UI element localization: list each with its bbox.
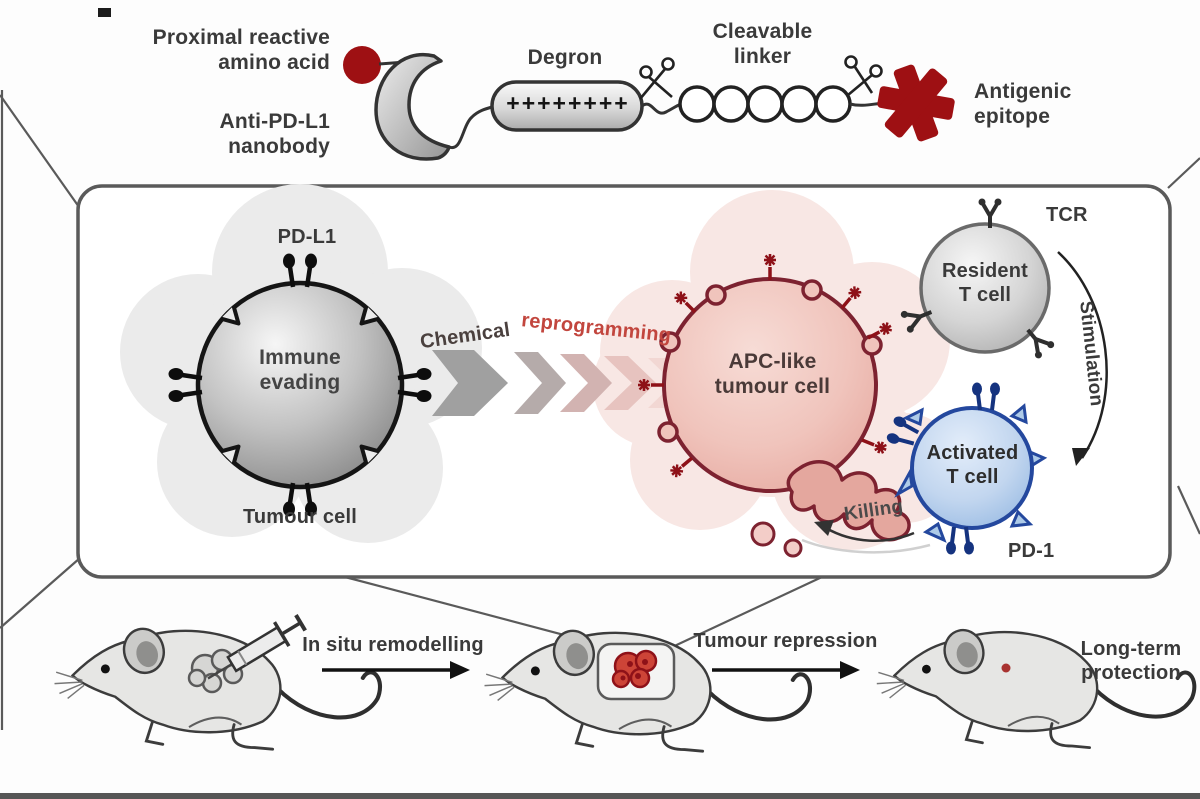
killing-arrow <box>801 520 931 554</box>
tumour-repression-label: Tumour repression <box>693 630 878 652</box>
mouse-3-dot <box>1001 663 1011 673</box>
cleavable-linker-label: Cleavable linker <box>712 20 813 68</box>
apc-pseudopodia <box>786 460 911 542</box>
tcr-label: TCR <box>1046 204 1088 226</box>
callout-lines <box>0 90 1200 730</box>
in-situ-remodelling-label: In situ remodelling <box>302 634 484 656</box>
pdl1-label: PD-L1 <box>277 226 337 248</box>
stimulation-arrow <box>1057 251 1108 466</box>
nanobody-label: Anti-PD-L1 nanobody <box>219 110 330 158</box>
reactive-amino-acid-dot <box>343 46 381 84</box>
immune-evading-label: Immune evading <box>259 346 341 394</box>
resident-t-cell-label: Resident T cell <box>941 260 1029 306</box>
antigenic-epitope-label: Antigenic epitope <box>974 80 1072 128</box>
long-term-protection-label: Long-term protection <box>1080 638 1182 684</box>
mouse-2-tumour <box>611 649 658 689</box>
syringe-icon <box>207 614 307 680</box>
scissors-icon <box>844 55 883 96</box>
construct-graphic <box>343 46 955 161</box>
crop-artifact-mark <box>98 8 111 17</box>
degron-label: Degron <box>527 46 603 69</box>
step1-arrow <box>322 661 470 679</box>
pd1-label: PD-1 <box>1008 540 1055 562</box>
nanobody-crescent <box>374 52 451 161</box>
cleavable-linker-beads <box>678 85 852 123</box>
scissors-icon <box>639 57 675 100</box>
reprogramming-arrow <box>432 350 694 416</box>
resident-t-cell-graphic <box>897 196 1058 362</box>
proximal-reactive-label: Proximal reactive amino acid <box>152 26 330 74</box>
antigenic-epitope-star <box>877 64 955 142</box>
tumour-cell-graphic <box>169 254 432 517</box>
mouse-1-tumour <box>187 648 244 694</box>
activated-t-cell-label: Activated T cell <box>926 442 1019 488</box>
step2-arrow <box>712 661 860 679</box>
activated-t-cell-graphic <box>883 380 1048 557</box>
degron-symbols: ++++++++ <box>506 90 630 116</box>
bottom-edge-strip <box>0 793 1200 799</box>
apc-cell-graphic <box>636 252 911 558</box>
tumour-cell-label: Tumour cell <box>242 506 358 528</box>
apc-cell-label: APC-like tumour cell <box>714 350 831 398</box>
